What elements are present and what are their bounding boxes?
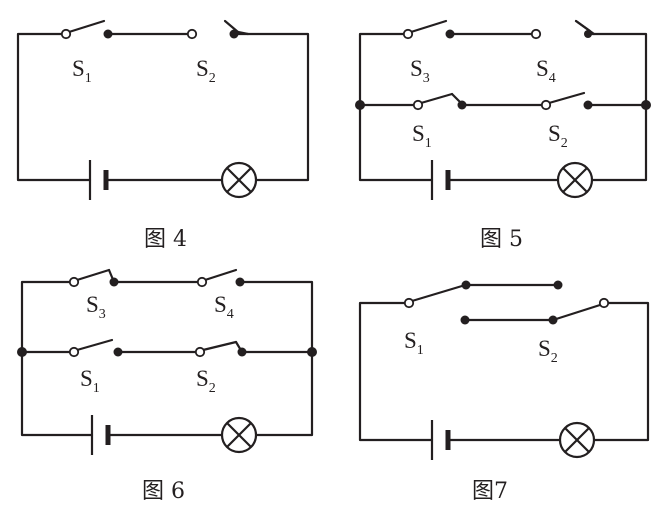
fig5-switch-s3 <box>402 19 455 40</box>
fig7-label-s1: S1 <box>404 328 424 358</box>
fig5-junction-right <box>641 100 651 110</box>
fig6-junction-left <box>17 347 27 357</box>
fig4-lamp <box>220 161 258 199</box>
fig7-switch-s1 <box>403 280 563 309</box>
fig5-junction-left <box>355 100 365 110</box>
fig6-label-s2: S2 <box>196 366 216 396</box>
fig4-battery <box>88 160 109 200</box>
fig6-lamp <box>220 416 258 454</box>
fig5-label-s1: S1 <box>412 121 432 151</box>
fig7-wire-loop <box>358 301 650 442</box>
fig5-lamp <box>556 161 594 199</box>
fig5-battery <box>430 160 451 200</box>
fig5-switch-s2 <box>540 91 593 111</box>
fig6-battery <box>90 415 111 455</box>
fig4-caption: 图 4 <box>144 227 187 252</box>
fig7-battery <box>430 420 451 460</box>
figure-6: S3 S4 S1 S2 图 6 <box>17 268 317 504</box>
fig5-label-s2: S2 <box>548 121 568 151</box>
figure-7: S1 S2 图7 <box>358 280 650 504</box>
fig6-label-s1: S1 <box>80 366 100 396</box>
fig5-switch-s4 <box>530 19 596 40</box>
fig6-label-s3: S3 <box>86 292 106 322</box>
fig6-wire-outer <box>20 280 314 437</box>
fig6-switch-s4 <box>196 268 245 288</box>
fig4-switch-s2 <box>186 19 250 40</box>
fig4-switch-s1 <box>60 19 113 40</box>
fig6-switch-s3 <box>68 268 119 288</box>
fig6-junction-right <box>307 347 317 357</box>
fig6-label-s4: S4 <box>214 292 234 322</box>
fig6-caption: 图 6 <box>142 479 185 504</box>
figure-4: S1 S2 图 4 <box>16 19 310 252</box>
fig6-switch-s1 <box>68 338 123 358</box>
fig7-caption: 图7 <box>472 479 508 504</box>
fig4-label-s1: S1 <box>72 56 92 86</box>
fig5-wire-outer <box>358 32 648 182</box>
fig5-label-s3: S3 <box>410 56 430 86</box>
fig7-lamp <box>558 421 596 459</box>
fig5-caption: 图 5 <box>480 227 523 252</box>
fig4-wire-loop <box>16 32 310 182</box>
figure-5: S3 S4 S1 S2 图 5 <box>355 19 651 252</box>
fig6-switch-s2 <box>194 340 247 358</box>
fig4-label-s2: S2 <box>196 56 216 86</box>
fig7-switch-s2 <box>460 297 610 325</box>
fig5-switch-s1 <box>412 92 467 111</box>
fig7-label-s2: S2 <box>538 336 558 366</box>
fig5-label-s4: S4 <box>536 56 556 86</box>
